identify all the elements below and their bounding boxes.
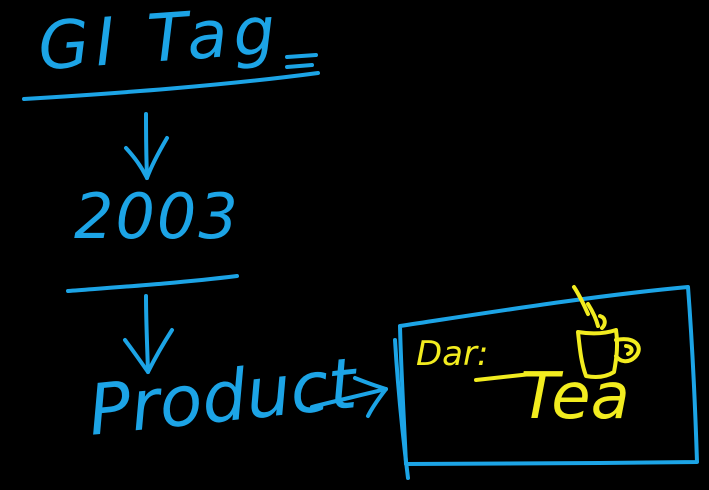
box-label-text: Dar: — [416, 334, 489, 374]
right-arrow-icon — [310, 376, 388, 418]
tea-cup-icon — [572, 285, 641, 379]
heading-dash-2 — [285, 63, 314, 69]
down-arrow-icon — [123, 294, 174, 374]
tea-box — [398, 285, 699, 466]
down-arrow-icon — [124, 112, 169, 180]
heading-underline — [22, 71, 320, 101]
year-text: 2003 — [74, 180, 240, 253]
year-underline — [66, 274, 239, 293]
box-label-underline — [474, 372, 533, 382]
heading-dash-1 — [285, 53, 318, 59]
